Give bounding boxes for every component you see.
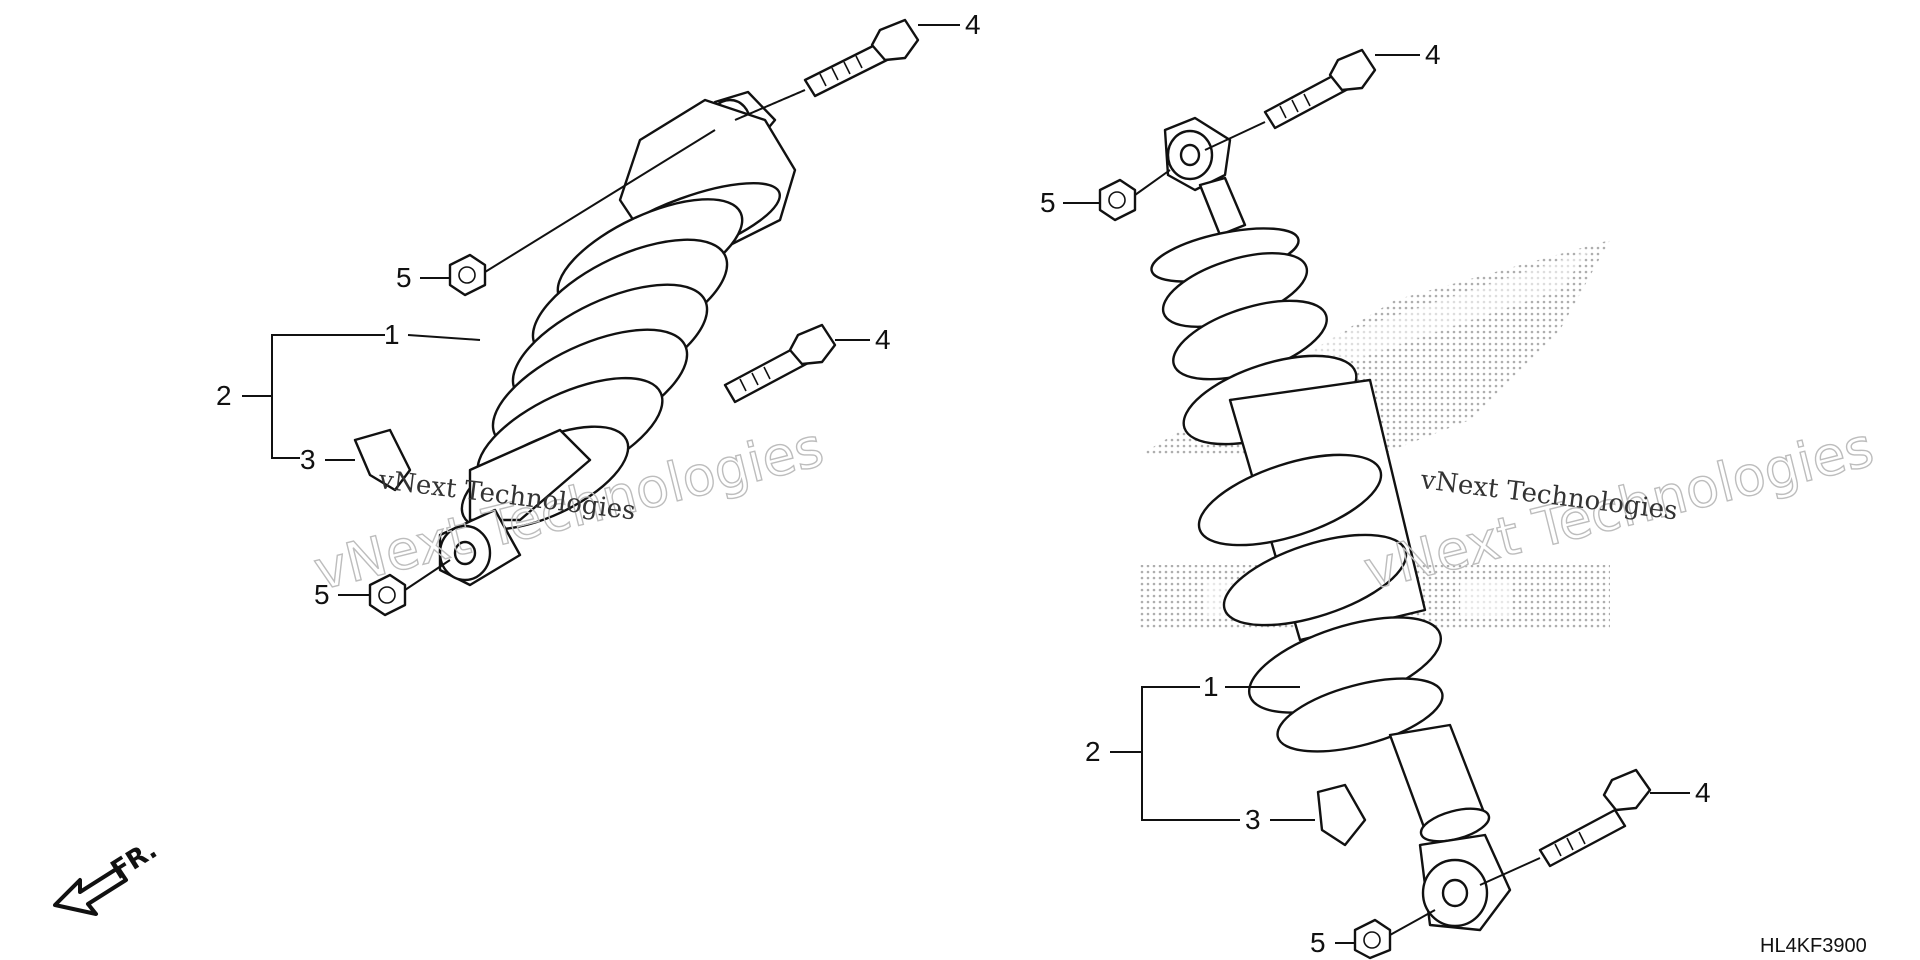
left-leader-lines (242, 24, 960, 596)
right-callout-label: 3 (1245, 804, 1261, 835)
right-callout-shock-absorber: 1 (1203, 671, 1219, 702)
left-top-nut (448, 129, 716, 297)
right-callout-bolt-bottom: 4 (1695, 777, 1711, 808)
right-bottom-bolt (1479, 768, 1652, 886)
right-callout-nut-bottom: 5 (1310, 927, 1326, 958)
left-label-piece (353, 428, 412, 492)
left-callout-bolt-top: 4 (965, 9, 981, 40)
left-top-bolt (734, 18, 920, 121)
left-bottom-nut (368, 559, 451, 617)
right-top-bolt (1204, 48, 1377, 151)
right-callout-assembly: 2 (1085, 736, 1101, 767)
left-callout-bolt-mid: 4 (875, 324, 891, 355)
right-top-nut (1098, 169, 1171, 222)
right-callout-bolt-top: 4 (1425, 39, 1441, 70)
watermark-right: vNext Technologies vNext Technologies (1357, 415, 1880, 604)
right-callout-nut-top: 5 (1040, 187, 1056, 218)
left-mid-bolt (723, 323, 837, 404)
left-callout-nut-bottom: 5 (314, 579, 330, 610)
right-shock-absorber (1150, 116, 1512, 932)
left-callout-nut-top: 5 (396, 262, 412, 293)
left-callout-shock-absorber: 1 (384, 319, 400, 350)
diagram-code: HL4KF3900 (1760, 935, 1867, 957)
left-callout-assembly: 2 (216, 380, 232, 411)
left-callout-label: 3 (300, 444, 316, 475)
right-bottom-nut (1353, 909, 1436, 960)
front-direction-arrow-icon: FR. (53, 835, 163, 916)
left-shock-absorber (438, 90, 797, 587)
right-leader-lines (1063, 54, 1690, 944)
right-label-piece (1316, 783, 1367, 847)
